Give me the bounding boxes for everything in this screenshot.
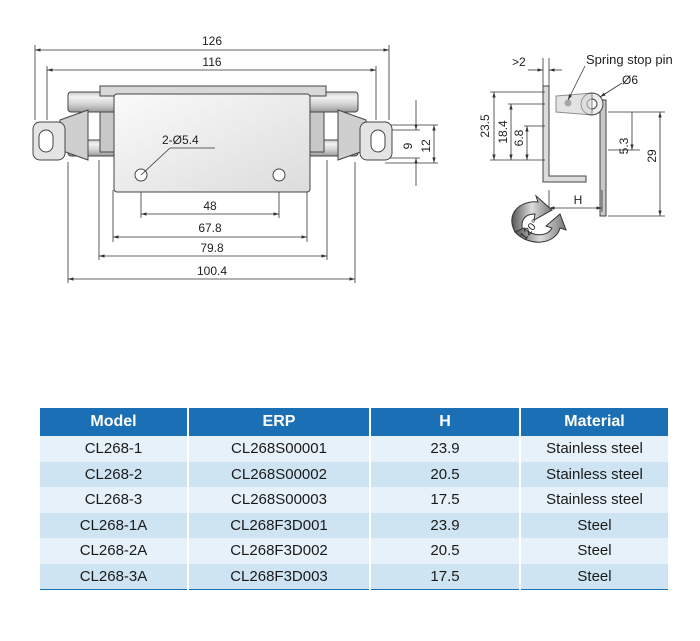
header-h: H xyxy=(370,408,521,436)
cell-erp: CL268S00001 xyxy=(188,436,371,462)
dim-126: 126 xyxy=(202,34,222,48)
dim-6-8: 6.8 xyxy=(512,129,526,146)
header-model: Model xyxy=(40,408,189,436)
dim-18-4: 18.4 xyxy=(496,120,510,144)
table-row: CL268-2 CL268S00002 20.5 Stainless steel xyxy=(40,461,668,487)
cell-h: 17.5 xyxy=(370,487,521,513)
cell-material: Steel xyxy=(520,512,668,538)
table-row: CL268-3 CL268S00003 17.5 Stainless steel xyxy=(40,487,668,513)
cell-erp: CL268S00002 xyxy=(188,461,371,487)
dim-gt2: >2 xyxy=(512,55,526,69)
cell-model: CL268-1A xyxy=(40,512,189,538)
table-row: CL268-1 CL268S00001 23.9 Stainless steel xyxy=(40,436,668,462)
dim-5-3: 5.3 xyxy=(617,137,631,154)
cell-model: CL268-3 xyxy=(40,487,189,513)
dim-phi6: Ø6 xyxy=(622,73,638,87)
dim-12: 12 xyxy=(419,139,433,153)
cell-material: Stainless steel xyxy=(520,436,668,462)
spec-table: Model ERP H Material CL268-1 CL268S00001… xyxy=(40,408,668,590)
cell-h: 17.5 xyxy=(370,563,521,590)
dim-9: 9 xyxy=(401,142,415,149)
dim-79-8: 79.8 xyxy=(200,241,224,255)
dim-29: 29 xyxy=(645,149,659,163)
side-view: >2 Spring stop pin Ø6 23.5 18.4 6.8 5.3 … xyxy=(478,52,673,243)
cell-material: Stainless steel xyxy=(520,487,668,513)
cell-h: 23.9 xyxy=(370,436,521,462)
cell-model: CL268-2A xyxy=(40,538,189,564)
hole-label: 2-Ø5.4 xyxy=(162,133,199,147)
cell-material: Stainless steel xyxy=(520,461,668,487)
cell-h: 20.5 xyxy=(370,538,521,564)
cell-erp: CL268S00003 xyxy=(188,487,371,513)
technical-drawing: 126 116 2-Ø5.4 48 67.8 79.8 100.4 9 12 xyxy=(32,34,673,283)
table-row: CL268-3A CL268F3D003 17.5 Steel xyxy=(40,563,668,590)
cell-material: Steel xyxy=(520,538,668,564)
header-erp: ERP xyxy=(188,408,371,436)
cell-erp: CL268F3D002 xyxy=(188,538,371,564)
table-row: CL268-2A CL268F3D002 20.5 Steel xyxy=(40,538,668,564)
dim-116: 116 xyxy=(202,55,221,69)
table-row: CL268-1A CL268F3D001 23.9 Steel xyxy=(40,512,668,538)
dim-h: H xyxy=(574,193,583,207)
front-view: 126 116 2-Ø5.4 48 67.8 79.8 100.4 9 12 xyxy=(32,34,438,283)
cell-h: 23.9 xyxy=(370,512,521,538)
cell-h: 20.5 xyxy=(370,461,521,487)
header-material: Material xyxy=(520,408,668,436)
cell-erp: CL268F3D003 xyxy=(188,563,371,590)
dim-48: 48 xyxy=(203,199,217,213)
cell-model: CL268-1 xyxy=(40,436,189,462)
cell-model: CL268-2 xyxy=(40,461,189,487)
spring-stop-pin-callout: Spring stop pin xyxy=(586,52,673,67)
cell-model: CL268-3A xyxy=(40,563,189,590)
dim-100-4: 100.4 xyxy=(197,264,227,278)
dim-23-5: 23.5 xyxy=(478,114,492,138)
dim-67-8: 67.8 xyxy=(198,221,222,235)
table-header-row: Model ERP H Material xyxy=(40,408,668,436)
cell-material: Steel xyxy=(520,563,668,590)
cell-erp: CL268F3D001 xyxy=(188,512,371,538)
